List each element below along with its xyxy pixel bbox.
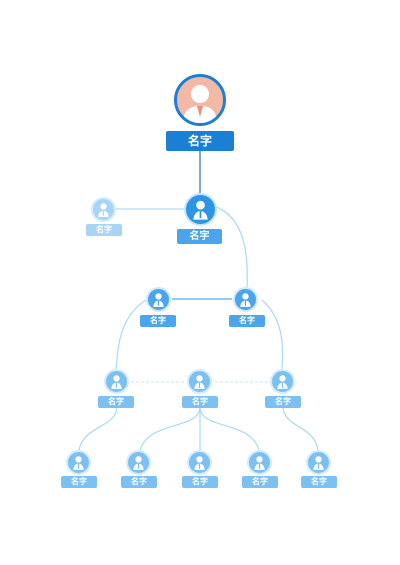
person-icon [182,85,218,123]
connector-level3-to-level4-b [139,407,201,451]
person-icon [187,369,212,394]
root-name-label: 名字 [166,131,234,151]
person-icon [66,450,91,475]
connector-level3-to-level4-d [199,407,260,451]
level4-name-label: 名字 [61,476,97,488]
person-glyph-icon [194,375,205,389]
level4-name-label: 名字 [121,476,157,488]
level1-name-label: 名字 [86,224,122,236]
person-icon [187,450,212,475]
connector-level2-to-level3-left [115,299,147,371]
person-icon [146,287,171,312]
person-icon [104,369,129,394]
person-glyph-icon [313,456,324,470]
connector-level2-to-level3-right [261,299,284,371]
person-glyph-icon [194,456,205,470]
person-glyph-icon [111,375,122,389]
level2-name-label: 名字 [229,315,265,327]
person-icon [247,450,272,475]
connector-level3-to-level4-a [78,406,118,451]
root-avatar [174,74,226,126]
level3-name-label: 名字 [265,396,301,408]
person-glyph-icon [153,293,164,307]
level1-name-label: 名字 [177,229,222,244]
level2-name-label: 名字 [140,315,176,327]
person-icon [306,450,331,475]
person-glyph-icon [240,293,251,307]
person-glyph-icon [98,203,109,217]
person-glyph-icon [254,456,265,470]
level4-name-label: 名字 [182,476,218,488]
person-icon [91,197,116,222]
person-icon [270,369,295,394]
level4-name-label: 名字 [242,476,278,488]
person-glyph-icon [193,200,208,220]
level3-name-label: 名字 [182,396,218,408]
connector-level1-to-level2 [213,205,248,288]
person-icon [233,287,258,312]
person-glyph-icon [73,456,84,470]
level4-name-label: 名字 [301,476,337,488]
person-icon [184,193,217,226]
connector-level3-to-level4-e [282,406,319,451]
person-icon [126,450,151,475]
person-glyph-icon [133,456,144,470]
person-glyph-icon [277,375,288,389]
level3-name-label: 名字 [98,396,134,408]
